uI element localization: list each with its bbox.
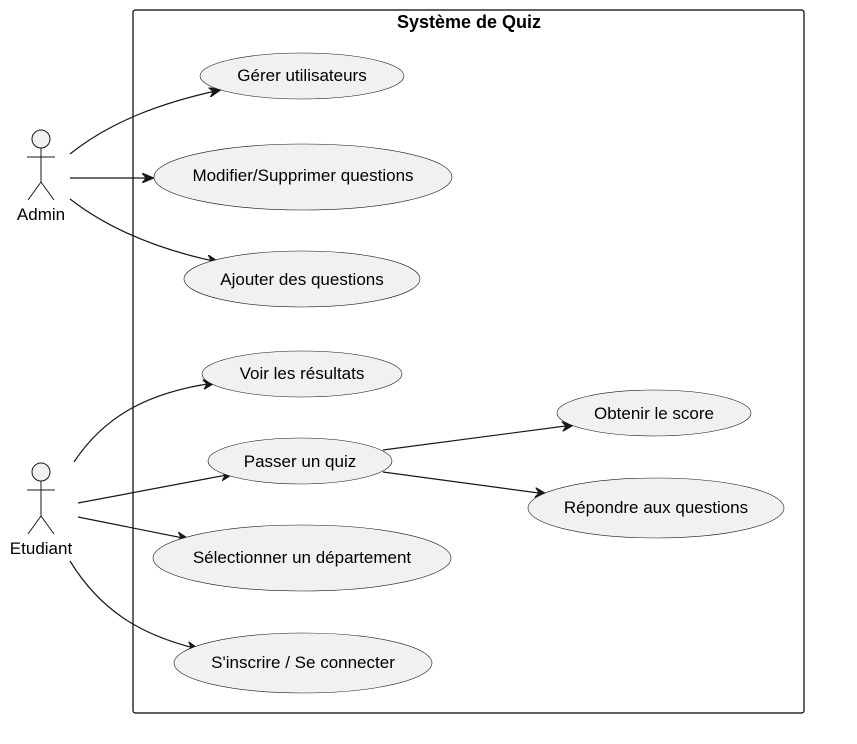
use-case-label: Sélectionner un département <box>193 548 412 567</box>
actor-etudiant-head <box>31 462 51 482</box>
assoc-admin-ajouter-questions <box>69 198 218 262</box>
use-case-label: S'inscrire / Se connecter <box>211 653 395 672</box>
use-case-ellipse <box>183 250 421 308</box>
system-title: Système de Quiz <box>397 12 541 32</box>
use-case-selectionner-departement: Sélectionner un département <box>152 524 452 592</box>
use-case-label: Voir les résultats <box>240 364 365 383</box>
use-case-label: Passer un quiz <box>244 452 356 471</box>
use-case-ellipse <box>173 632 433 694</box>
assoc-passer-obtenir-score <box>382 425 573 451</box>
use-case-obtenir-score: Obtenir le score <box>556 389 752 437</box>
use-case-ellipse <box>207 437 393 485</box>
use-case-modifier-supprimer-questions: Modifier/Supprimer questions <box>153 143 453 211</box>
actor-etudiant-right-leg <box>40 515 55 535</box>
use-case-repondre-questions: Répondre aux questions <box>527 477 785 539</box>
assoc-admin-gerer-utilisateurs <box>69 90 220 155</box>
actor-admin-right-leg <box>40 181 55 201</box>
use-case-ellipse <box>199 52 405 100</box>
assoc-etudiant-selectionner-departement <box>77 516 188 539</box>
actor-admin: Admin <box>17 129 65 224</box>
assoc-etudiant-passer-quiz <box>77 474 232 504</box>
use-case-ellipse <box>152 524 452 592</box>
use-case-gerer-utilisateurs: Gérer utilisateurs <box>199 52 405 100</box>
use-case-label: Répondre aux questions <box>564 498 748 517</box>
actor-admin-left-leg <box>27 181 42 201</box>
associations <box>69 90 573 649</box>
use-case-ajouter-questions: Ajouter des questions <box>183 250 421 308</box>
actor-etudiant: Etudiant <box>10 462 73 558</box>
use-case-passer-quiz: Passer un quiz <box>207 437 393 485</box>
actor-admin-head <box>31 129 51 149</box>
use-case-ellipse <box>556 389 752 437</box>
assoc-etudiant-voir-resultats <box>73 383 214 463</box>
use-case-ellipse <box>153 143 453 211</box>
use-case-label: Ajouter des questions <box>220 270 384 289</box>
use-case-label: Modifier/Supprimer questions <box>192 166 413 185</box>
use-case-ellipse <box>527 477 785 539</box>
use-case-label: Obtenir le score <box>594 404 714 423</box>
actor-etudiant-left-leg <box>27 515 42 535</box>
actor-admin-label: Admin <box>17 205 65 224</box>
use-case-voir-resultats: Voir les résultats <box>201 350 403 398</box>
use-case-inscrire-connecter: S'inscrire / Se connecter <box>173 632 433 694</box>
use-case-label: Gérer utilisateurs <box>237 66 366 85</box>
assoc-etudiant-inscrire <box>69 560 198 649</box>
use-case-ellipse <box>201 350 403 398</box>
assoc-passer-repondre <box>382 471 546 494</box>
actor-etudiant-label: Etudiant <box>10 539 73 558</box>
